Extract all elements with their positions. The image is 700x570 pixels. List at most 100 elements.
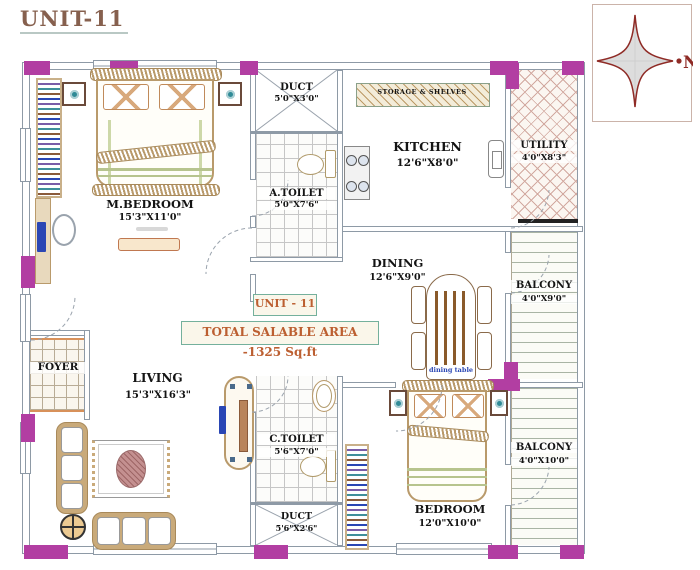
pillow xyxy=(414,394,446,418)
sofa-cushion xyxy=(147,517,171,545)
wardrobe xyxy=(345,444,369,550)
rug-medallion xyxy=(116,450,146,488)
toilet-bowl xyxy=(297,154,324,175)
room-label-dining: DINING xyxy=(371,256,424,270)
speaker-icon xyxy=(247,384,252,389)
column-marker xyxy=(24,61,50,75)
stool xyxy=(60,514,86,540)
tv-label-tag xyxy=(219,406,226,434)
wardrobe xyxy=(36,78,62,198)
entry-door-gap xyxy=(20,294,31,342)
column-marker xyxy=(560,545,584,559)
speaker-icon xyxy=(247,457,252,462)
room-label-balcony-bottom: BALCONY xyxy=(511,442,577,453)
nightstand xyxy=(62,82,86,106)
wash-basin xyxy=(312,380,336,412)
sofa-cushion xyxy=(97,517,121,545)
mirror xyxy=(52,214,76,246)
kitchen-sink xyxy=(488,140,504,178)
duct-bottom-dims: 5'6"X2'6" xyxy=(275,523,318,533)
dining-chair xyxy=(411,286,426,324)
room-label-utility: UTILITY xyxy=(511,140,577,151)
column-marker xyxy=(504,362,518,382)
sofa-cushion xyxy=(122,517,146,545)
column-marker xyxy=(488,545,518,559)
unit-box: UNIT - 11 xyxy=(253,294,317,316)
room-label-bedroom: BEDROOM xyxy=(414,502,486,516)
burner-icon xyxy=(345,154,357,166)
m-bedroom-dims: 15'3"X11'0" xyxy=(118,212,182,223)
balcony-top-floor xyxy=(511,232,579,379)
column-marker xyxy=(21,414,35,442)
living-dims: 15'3"X16'3" xyxy=(124,390,192,401)
window xyxy=(396,543,492,555)
duct-top-dims: 5'0"X3'0" xyxy=(274,94,319,104)
nightstand xyxy=(389,390,407,416)
page-title: UNIT-11 xyxy=(20,6,129,34)
sofa-cushion xyxy=(61,455,83,481)
dining-chair xyxy=(477,286,492,324)
wall xyxy=(505,230,511,253)
utility-counter xyxy=(518,219,578,223)
sofa-cushion xyxy=(61,427,83,453)
nightstand xyxy=(218,82,242,106)
column-marker xyxy=(21,256,35,288)
room-label-balcony-top: BALCONY xyxy=(511,280,577,291)
wall xyxy=(577,62,585,554)
dining-table: dining table xyxy=(426,274,476,380)
bedroom-dims: 12'0"X10'0" xyxy=(418,518,482,529)
room-label-kitchen: KITCHEN xyxy=(393,139,462,154)
room-label-living: LIVING xyxy=(132,371,183,385)
duct-bottom-cross xyxy=(255,504,338,546)
sofa-cushion xyxy=(61,483,83,509)
wall xyxy=(337,376,343,546)
room-label-m-bedroom: M.BEDROOM xyxy=(106,197,194,211)
dining-chair xyxy=(411,332,426,370)
kitchen-dims: 12'6"X8'0" xyxy=(396,157,459,169)
wall xyxy=(250,131,343,134)
foyer-floor xyxy=(30,338,86,412)
speaker-icon xyxy=(230,384,235,389)
column-marker xyxy=(506,63,519,89)
balcony-bottom-floor xyxy=(511,388,579,545)
compass-star-icon: N xyxy=(596,14,699,108)
room-label-duct-bottom: DUCT xyxy=(280,511,313,522)
column-marker xyxy=(562,61,584,75)
wall xyxy=(250,216,256,228)
sofa xyxy=(56,422,88,514)
room-label-duct-top: DUCT xyxy=(280,82,313,93)
nightstand xyxy=(490,390,508,416)
blanket-stripe xyxy=(407,484,487,486)
wall xyxy=(250,502,343,505)
burner-icon xyxy=(357,154,369,166)
stove xyxy=(344,146,370,200)
bed-footboard xyxy=(92,184,220,196)
storage-shelves-label: STORAGE & SHELVES xyxy=(377,88,467,96)
pillow xyxy=(103,84,149,110)
wall xyxy=(84,330,90,420)
speaker-icon xyxy=(230,457,235,462)
compass-rose: N xyxy=(592,4,699,122)
room-label-foyer: FOYER xyxy=(30,361,86,374)
table-slats xyxy=(435,291,468,365)
burner-icon xyxy=(345,180,357,192)
wall xyxy=(250,257,343,262)
rug xyxy=(92,440,170,498)
tv-unit xyxy=(224,376,254,470)
sofa xyxy=(92,512,176,550)
dining-chair xyxy=(477,332,492,370)
toilet-bowl xyxy=(300,456,326,477)
window xyxy=(20,128,31,182)
toilet-tank xyxy=(325,150,336,178)
total-area-box: TOTAL SALABLE AREA -1325 Sq.ft xyxy=(181,321,379,359)
blanket-stripe xyxy=(407,476,487,478)
area-note-smudge xyxy=(136,227,168,231)
pillow xyxy=(452,394,484,418)
wall xyxy=(342,226,583,232)
tv-screen xyxy=(239,400,248,452)
dining-dims: 12'6"X9'0" xyxy=(369,272,426,283)
wall xyxy=(22,330,88,336)
duct-top-cross xyxy=(255,69,338,132)
column-marker xyxy=(240,61,258,75)
